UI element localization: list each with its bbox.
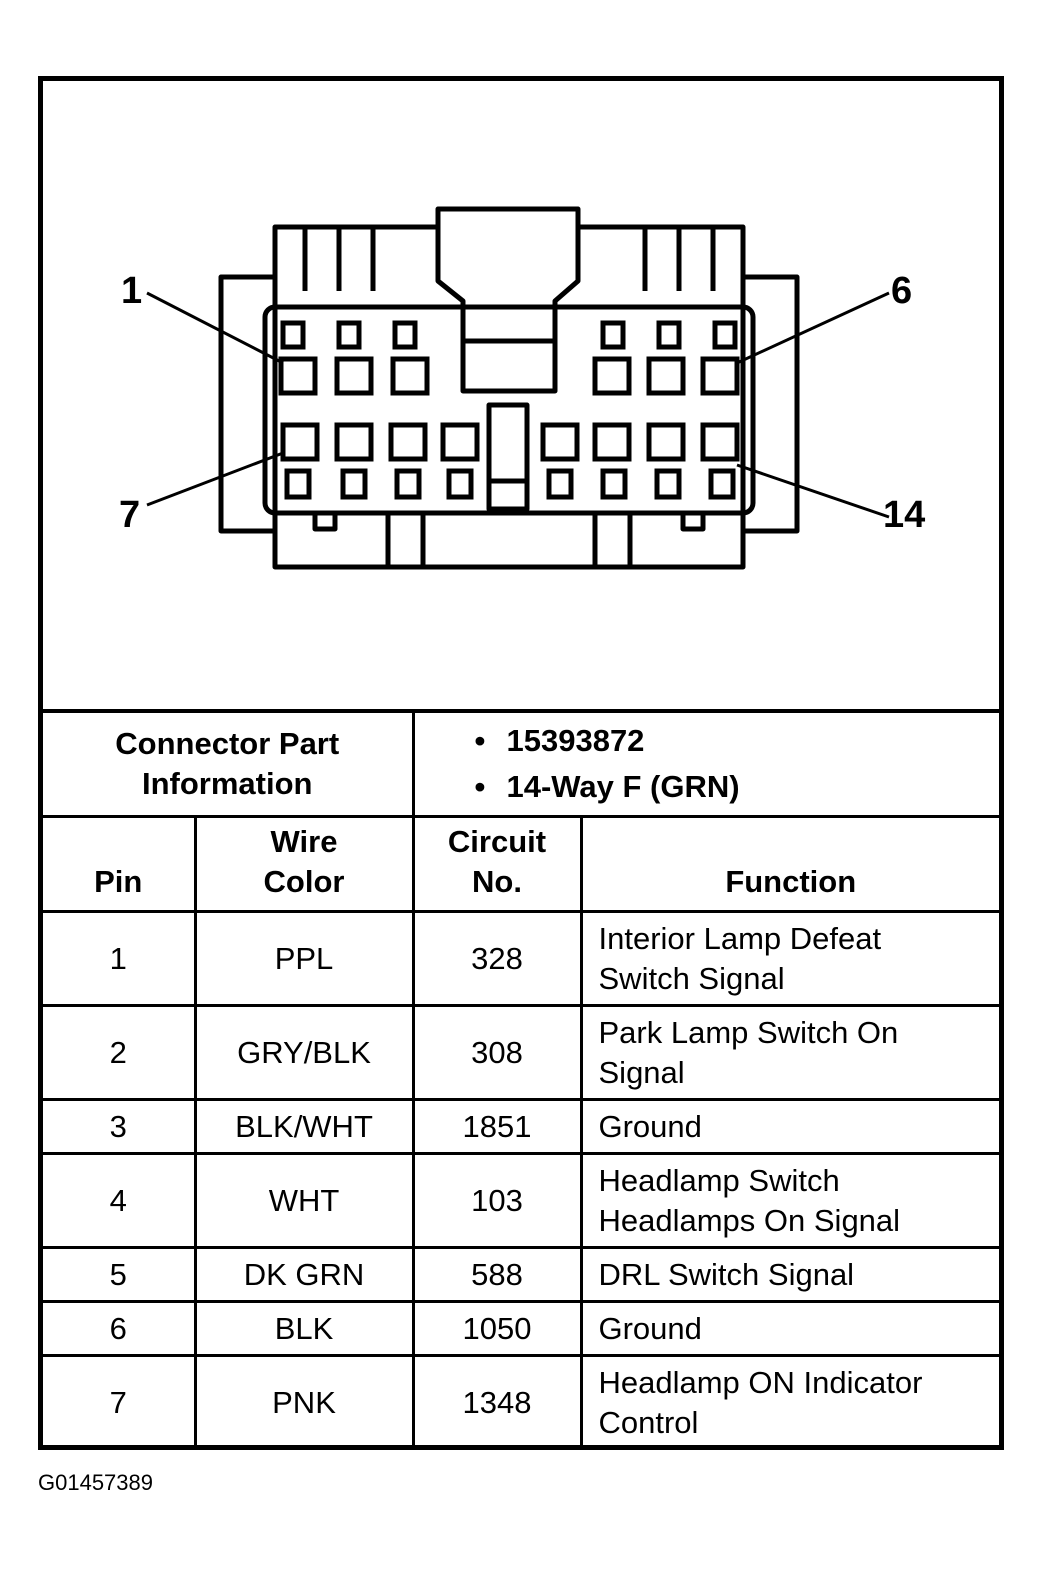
circuit-cell: 1851 (411, 1098, 583, 1155)
circuit-cell: 1348 (411, 1354, 583, 1450)
function-cell: Ground (579, 1300, 999, 1357)
pin-cavities-top (278, 320, 740, 396)
pin-cell: 3 (43, 1098, 197, 1155)
wire-color-cell: BLK (193, 1300, 415, 1357)
wire-color-cell: WHT (193, 1152, 415, 1249)
pin-callout-6: 6 (891, 270, 912, 312)
pin-cell: 4 (43, 1152, 197, 1249)
circuit-cell: 308 (411, 1004, 583, 1101)
figure-id: G01457389 (38, 1470, 153, 1495)
table-row: 3 BLK/WHT 1851 Ground (43, 1098, 999, 1155)
part-number: •15393872 (474, 723, 645, 758)
circuit-cell: 328 (411, 910, 583, 1007)
connector-part-info-table: Connector Part Information •15393872 •14… (43, 709, 999, 818)
pin-callout-1: 1 (121, 270, 142, 312)
center-key (486, 402, 530, 512)
wire-color-cell: PNK (193, 1354, 415, 1450)
pin-cavities-bottom (280, 422, 740, 500)
pin-cell: 1 (43, 910, 197, 1007)
circuit-cell: 588 (411, 1246, 583, 1303)
wire-color-cell: BLK/WHT (193, 1098, 415, 1155)
header-pin: Pin (43, 815, 197, 913)
header-function: Function (579, 815, 999, 913)
pin-cell: 2 (43, 1004, 197, 1101)
pin-callout-14: 14 (883, 494, 925, 536)
connector-face-drawing: 1 6 7 14 (119, 206, 925, 570)
pin-cell: 5 (43, 1246, 197, 1303)
callout-leaders (146, 291, 890, 519)
table-row: 6 BLK 1050 Ground (43, 1300, 999, 1357)
function-cell: DRL Switch Signal (579, 1246, 999, 1303)
connector-part-info-label: Connector Part Information (43, 709, 415, 818)
pin-cell: 7 (43, 1354, 197, 1450)
circuit-cell: 103 (411, 1152, 583, 1249)
function-cell: Ground (579, 1098, 999, 1155)
table-row: 5 DK GRN 588 DRL Switch Signal (43, 1246, 999, 1303)
connector-type: •14-Way F (GRN) (474, 769, 740, 804)
lock-tab (435, 227, 581, 394)
circuit-cell: 1050 (411, 1300, 583, 1357)
connector-face (262, 304, 756, 516)
wire-color-cell: DK GRN (193, 1246, 415, 1303)
wire-color-cell: GRY/BLK (193, 1004, 415, 1101)
figure-frame: 1 6 7 14 Connector Part Information •153… (38, 76, 1004, 1450)
pin-cell: 6 (43, 1300, 197, 1357)
connector-part-info-values: •15393872 •14-Way F (GRN) (411, 709, 999, 818)
connector-diagram: 1 6 7 14 (43, 81, 999, 709)
pin-callout-7: 7 (119, 494, 140, 536)
wire-color-cell: PPL (193, 910, 415, 1007)
